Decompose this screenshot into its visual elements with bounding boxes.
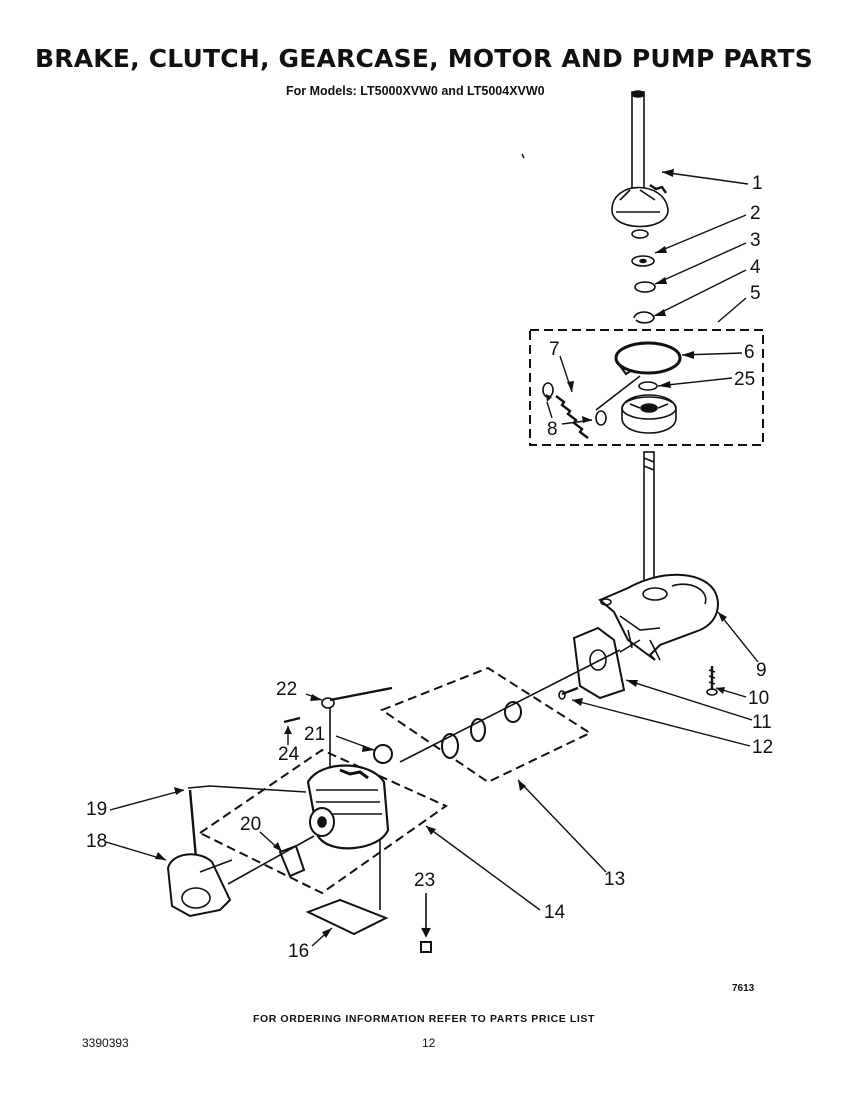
group-box-5	[529, 329, 764, 446]
part-20-switch	[278, 844, 306, 878]
part-21-cup	[373, 744, 393, 764]
arrow-heads	[155, 169, 727, 938]
part-11-mount-plate	[572, 626, 641, 700]
part-23-clip	[420, 893, 432, 953]
clutch-drum	[621, 394, 677, 434]
part-9-gearcase	[598, 573, 719, 661]
part-8-washers	[542, 382, 607, 426]
part-10-screw	[706, 666, 718, 696]
leader-lines	[105, 153, 759, 947]
callout-23: 23	[414, 870, 436, 891]
callout-22: 22	[276, 679, 298, 700]
callout-9: 9	[756, 660, 767, 681]
callout-19: 19	[86, 799, 108, 820]
callout-11: 11	[752, 712, 772, 733]
group-box-13	[379, 666, 593, 784]
model-subtitle: For Models: LT5000XVW0 and LT5004XVW0	[286, 84, 545, 98]
part-4-clip	[633, 311, 655, 324]
document-number: 3390393	[82, 1036, 129, 1050]
callout-25: 25	[734, 369, 756, 390]
callout-8: 8	[547, 419, 558, 440]
callout-3: 3	[750, 230, 761, 251]
callout-7: 7	[549, 339, 560, 360]
part-7-spring	[555, 375, 641, 439]
callout-1: 1	[752, 173, 763, 194]
part-3-retainer	[634, 281, 656, 293]
part-19-hose	[187, 785, 307, 859]
page-title: BRAKE, CLUTCH, GEARCASE, MOTOR AND PUMP …	[35, 44, 813, 73]
callout-13: 13	[604, 869, 626, 890]
part-25-ring	[638, 381, 658, 391]
diagram-number: 7613	[732, 983, 755, 994]
part-24-screw	[283, 716, 301, 724]
callout-10: 10	[748, 688, 770, 709]
coupling-parts	[399, 649, 621, 763]
part-14-motor	[306, 764, 390, 910]
callout-12: 12	[752, 737, 774, 758]
group-box-14	[198, 748, 449, 895]
page-number: 12	[422, 1036, 436, 1050]
callout-16: 16	[288, 941, 310, 962]
ordering-info-note: FOR ORDERING INFORMATION REFER TO PARTS …	[252, 1013, 596, 1025]
callout-6: 6	[744, 342, 755, 363]
part-6-clutch-spring	[614, 341, 682, 376]
part-12-bolt	[558, 686, 579, 700]
transmission-shaft	[643, 451, 655, 593]
callout-18: 18	[86, 831, 108, 852]
callout-2: 2	[750, 203, 761, 224]
callout-21: 21	[304, 724, 326, 745]
part-18-pump	[166, 835, 315, 918]
callout-20: 20	[240, 814, 262, 835]
callout-24: 24	[278, 744, 300, 765]
part-1-brake-assembly	[611, 90, 669, 239]
callout-14: 14	[544, 902, 566, 923]
callout-5: 5	[750, 283, 761, 304]
part-2-washer	[631, 255, 655, 267]
part-16-shield	[305, 898, 389, 936]
callout-4: 4	[750, 257, 761, 278]
